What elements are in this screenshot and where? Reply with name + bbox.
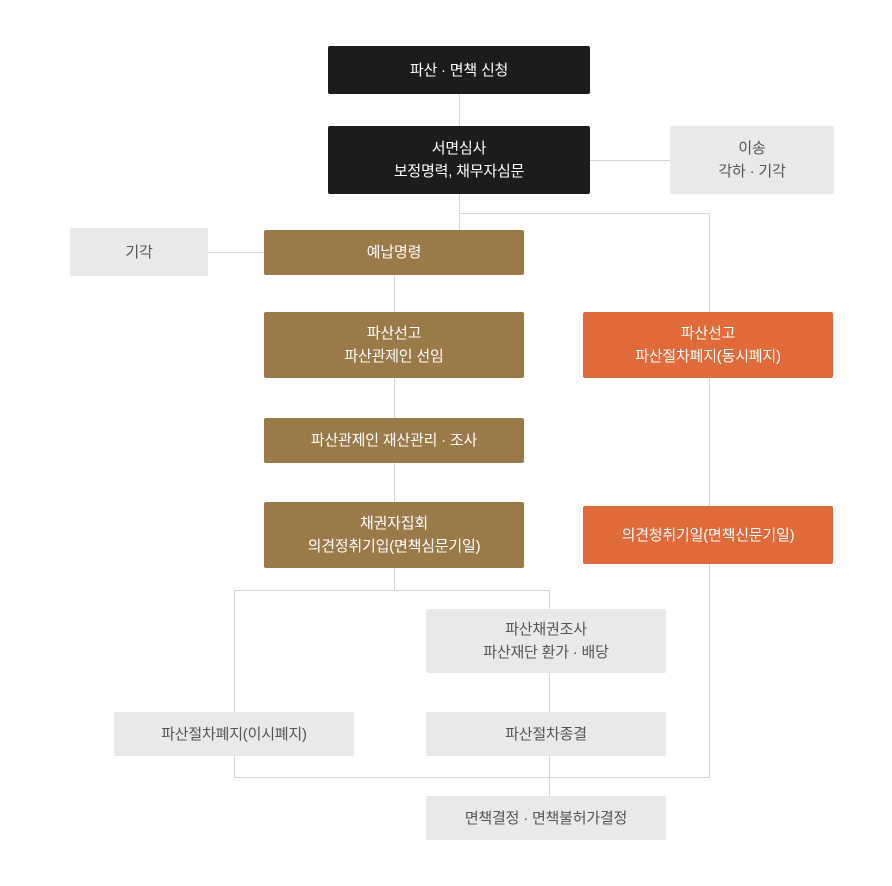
connector-review-junction <box>459 194 460 231</box>
node-creditors-meeting: 채권자집회 의견정취기입(면책심문기일) <box>264 502 524 568</box>
connector-abolition-bottom <box>234 756 235 777</box>
connector-deposit-declare-trustee <box>394 275 395 312</box>
node-deposit-order: 예납명령 <box>264 230 524 275</box>
node-procedure-abolition: 파산절차폐지(이시폐지) <box>114 712 354 756</box>
connector-asset-mgmt-creditors <box>394 463 395 502</box>
connector-creditors-split <box>394 568 395 590</box>
connector-declare-trustee-asset-mgmt <box>394 378 395 418</box>
connector-claims-closure <box>549 673 550 712</box>
connector-split-horizontal <box>234 590 549 591</box>
connector-split-abolition <box>234 590 235 712</box>
node-opinion-hearing-date: 의견청취기일(면책신문기일) <box>583 506 833 564</box>
node-document-review: 서면심사 보정명력, 채무자심문 <box>328 126 590 194</box>
connector-declare-simul-hearing <box>709 378 710 506</box>
connector-split-claims <box>549 590 550 609</box>
connector-hearing-bottom <box>709 564 710 777</box>
node-bankruptcy-discharge-application: 파산 · 면책 신청 <box>328 46 590 94</box>
connector-junction-horizontal-top <box>459 213 709 214</box>
node-bankruptcy-declaration-trustee: 파산선고 파산관제인 선임 <box>264 312 524 378</box>
node-discharge-decision: 면책결정 · 면책불허가결정 <box>426 796 666 840</box>
connector-review-transfer <box>590 160 670 161</box>
node-dismissal: 기각 <box>70 228 208 276</box>
connector-closure-discharge <box>549 756 550 796</box>
connector-junction-declare-simul <box>709 213 710 312</box>
node-transfer-rejection: 이송 각하 · 기각 <box>670 126 834 194</box>
connector-bottom-horizontal <box>234 777 710 778</box>
node-bankruptcy-declaration-simultaneous-abolition: 파산선고 파산절차폐지(동시폐지) <box>583 312 833 378</box>
connector-apply-review <box>459 94 460 126</box>
node-trustee-asset-management: 파산관제인 재산관리 · 조사 <box>264 418 524 463</box>
node-procedure-closure: 파산절차종결 <box>426 712 666 756</box>
connector-dismiss-deposit <box>208 252 264 253</box>
node-claims-investigation-distribution: 파산채권조사 파산재단 환가 · 배당 <box>426 609 666 673</box>
